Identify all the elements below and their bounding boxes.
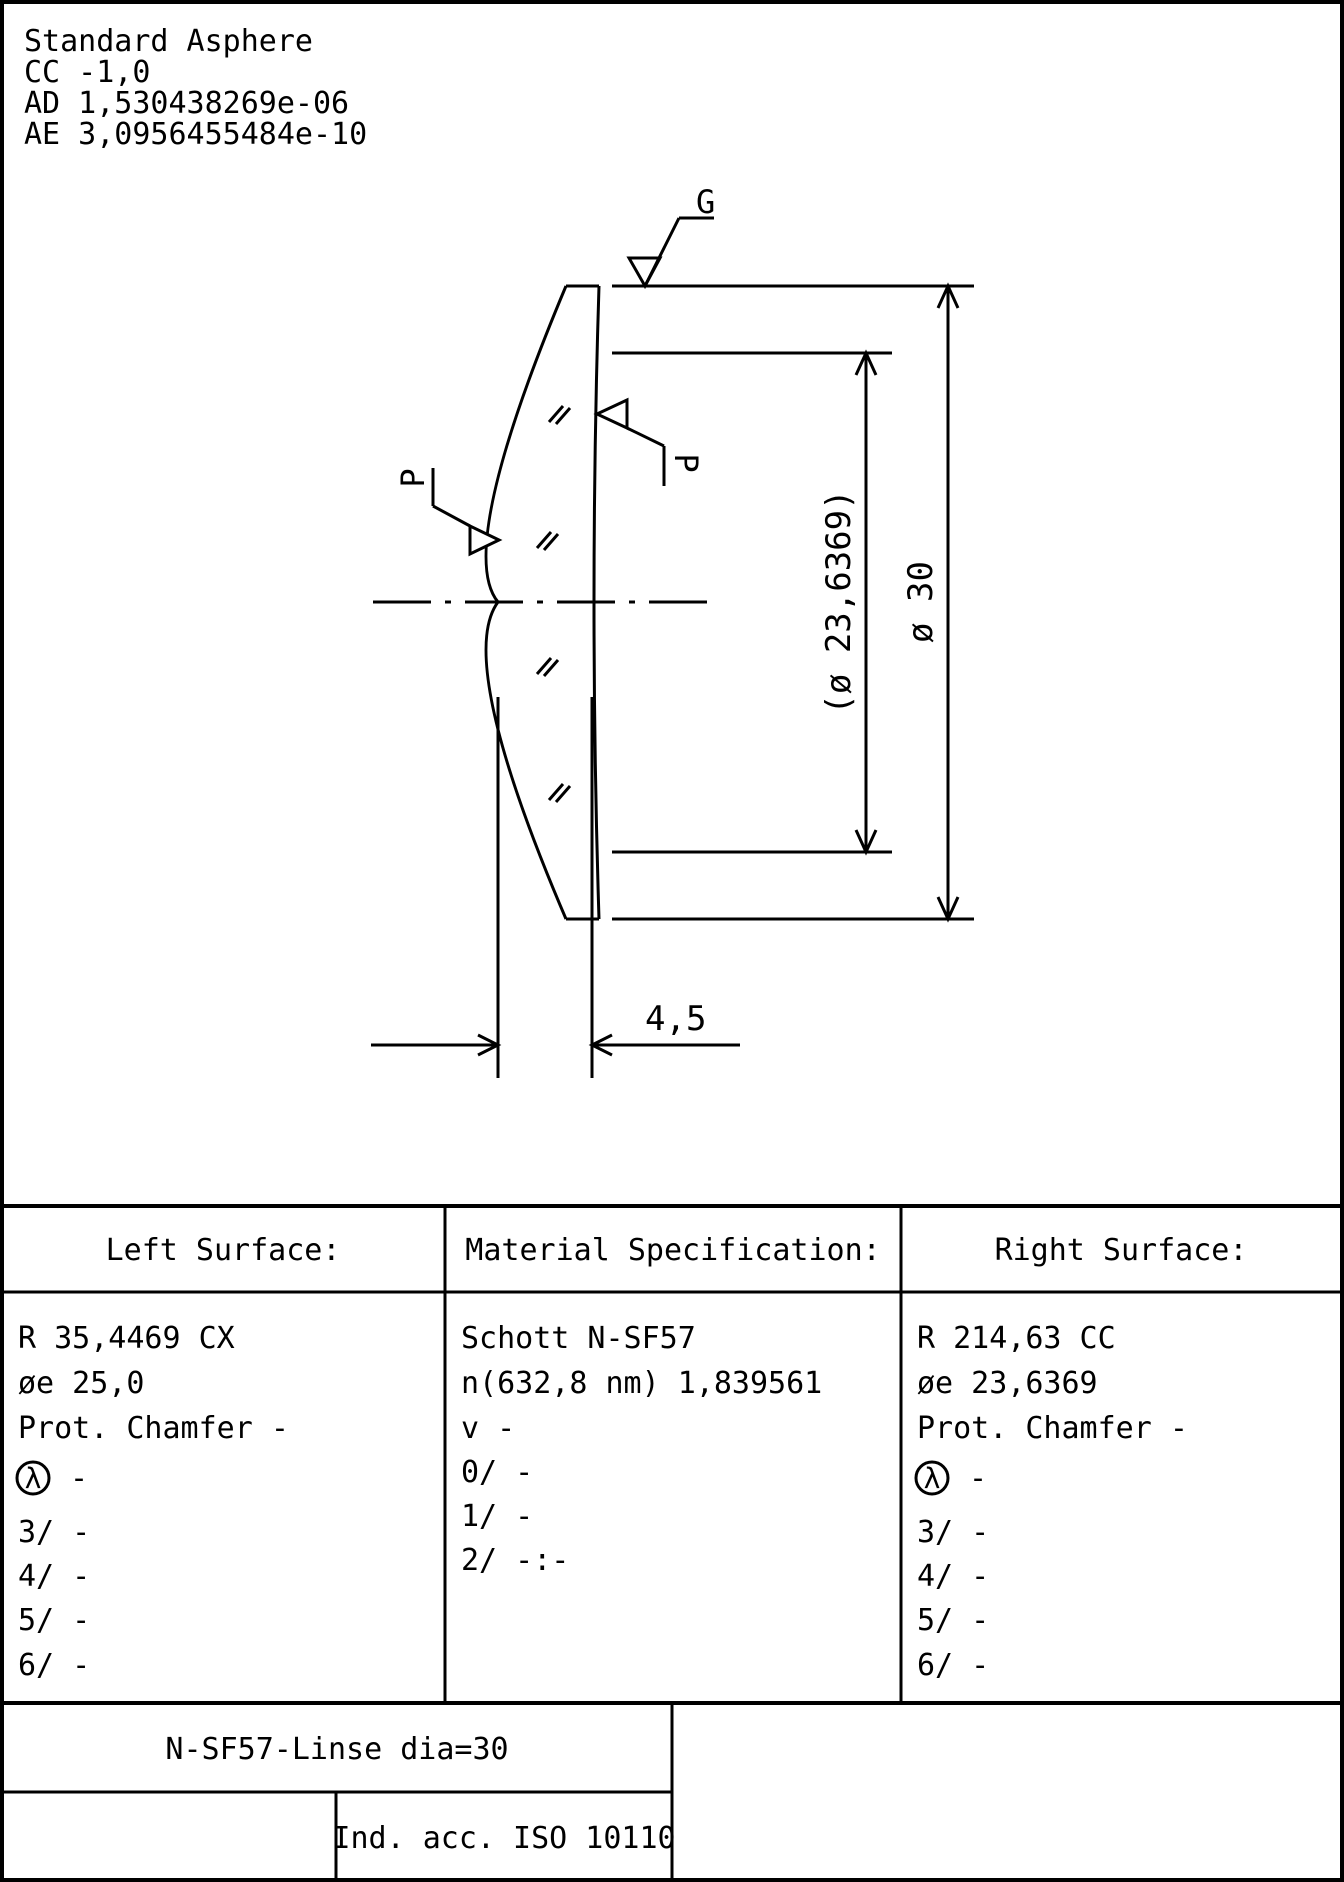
left-tol4: 4/ - bbox=[18, 1559, 90, 1594]
section-hatching bbox=[535, 405, 572, 803]
left-diameter: øe 25,0 bbox=[18, 1366, 144, 1401]
inner-diameter-label: (ø 23,6369) bbox=[819, 489, 859, 714]
right-tol5: 5/ - bbox=[917, 1603, 989, 1638]
left-tol6: 6/ - bbox=[18, 1648, 90, 1683]
specification-table: Left Surface: Material Specification: Ri… bbox=[2, 1204, 1342, 1705]
standard-reference: Ind. acc. ISO 10110 bbox=[332, 1821, 675, 1856]
finish-symbol-ground: G bbox=[626, 183, 715, 290]
asphere-coefficients: Standard Asphere CC -1,0 AD 1,530438269e… bbox=[24, 24, 367, 152]
finish-label-p-left: P bbox=[394, 468, 432, 487]
outer-diameter-label: ø 30 bbox=[901, 561, 941, 643]
right-diameter: øe 23,6369 bbox=[917, 1366, 1098, 1401]
left-radius: R 35,4469 CX bbox=[18, 1321, 235, 1356]
asphere-ae: AE 3,0956455484e-10 bbox=[24, 117, 367, 152]
left-tol5: 5/ - bbox=[18, 1603, 90, 1638]
asphere-ad: AD 1,530438269e-06 bbox=[24, 86, 349, 121]
material-glass: Schott N-SF57 bbox=[461, 1321, 696, 1356]
left-lambda-symbol: λ bbox=[25, 1462, 42, 1495]
dimension-thickness: 4,5 bbox=[371, 697, 740, 1078]
finish-symbol-polish-right: P bbox=[593, 397, 705, 486]
dimension-outer-diameter: ø 30 bbox=[901, 282, 960, 923]
left-surface-header: Left Surface: bbox=[106, 1233, 341, 1268]
right-chamfer: Prot. Chamfer - bbox=[917, 1411, 1188, 1446]
right-surface-header: Right Surface: bbox=[995, 1233, 1248, 1268]
right-lambda-symbol: λ bbox=[924, 1462, 941, 1495]
asphere-cc: CC -1,0 bbox=[24, 55, 150, 90]
right-radius: R 214,63 CC bbox=[917, 1321, 1116, 1356]
material-column: Schott N-SF57 n(632,8 nm) 1,839561 v - 0… bbox=[461, 1321, 822, 1578]
lambda-circle-icon bbox=[15, 1460, 51, 1496]
material-index: n(632,8 nm) 1,839561 bbox=[461, 1366, 822, 1401]
thickness-label: 4,5 bbox=[645, 999, 706, 1039]
lambda-circle-icon bbox=[914, 1460, 950, 1496]
finish-symbol-polish-left: P bbox=[394, 468, 503, 557]
right-tol4: 4/ - bbox=[917, 1559, 989, 1594]
lens-drawing: (ø 23,6369) ø 30 4,5 G bbox=[371, 183, 974, 1078]
left-lambda-value: - bbox=[70, 1461, 88, 1496]
right-lambda-value: - bbox=[969, 1461, 987, 1496]
part-name: N-SF57-Linse dia=30 bbox=[165, 1732, 508, 1767]
material-header: Material Specification: bbox=[465, 1233, 880, 1268]
title-block: N-SF57-Linse dia=30 Ind. acc. ISO 10110 bbox=[2, 1703, 676, 1880]
asphere-title: Standard Asphere bbox=[24, 24, 313, 59]
right-tol6: 6/ - bbox=[917, 1648, 989, 1683]
material-tol2: 2/ -:- bbox=[461, 1543, 569, 1578]
right-surface-column: R 214,63 CC øe 23,6369 Prot. Chamfer - λ… bbox=[914, 1321, 1188, 1683]
left-tol3: 3/ - bbox=[18, 1515, 90, 1550]
finish-label-p-right: P bbox=[667, 453, 705, 472]
dimension-inner-diameter: (ø 23,6369) bbox=[819, 349, 878, 856]
finish-label-g: G bbox=[696, 183, 715, 221]
material-abbe: v - bbox=[461, 1411, 515, 1446]
material-tol0: 0/ - bbox=[461, 1455, 533, 1490]
left-chamfer: Prot. Chamfer - bbox=[18, 1411, 289, 1446]
right-tol3: 3/ - bbox=[917, 1515, 989, 1550]
material-tol1: 1/ - bbox=[461, 1499, 533, 1534]
left-surface-column: R 35,4469 CX øe 25,0 Prot. Chamfer - λ -… bbox=[15, 1321, 289, 1683]
